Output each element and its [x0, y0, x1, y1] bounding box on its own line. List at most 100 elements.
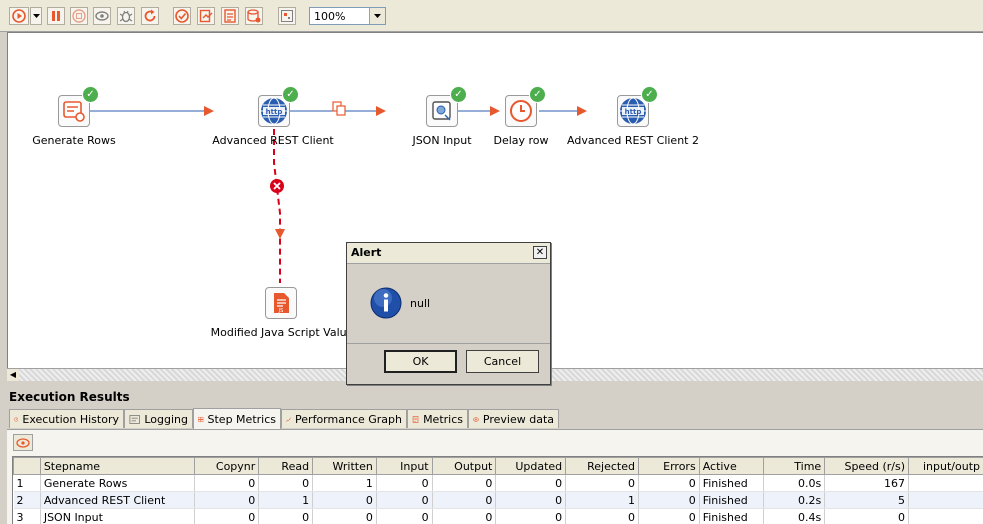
column-header[interactable]: Copynr [194, 458, 259, 475]
verify-icon[interactable] [173, 7, 191, 25]
copy-rows-icon [333, 102, 345, 115]
results-panel-title: Execution Results [9, 390, 130, 404]
column-header[interactable]: Errors [638, 458, 699, 475]
table-cell: 0 [638, 509, 699, 524]
table-cell: 0 [496, 509, 566, 524]
table-cell: 0 [259, 509, 313, 524]
modified-java-script-value-step[interactable]: JS [265, 287, 297, 319]
tab-logging[interactable]: Logging [124, 409, 193, 428]
stop-icon[interactable] [70, 7, 88, 25]
step-metrics-icon [198, 413, 204, 426]
tab-label: Step Metrics [208, 413, 276, 426]
column-header[interactable]: Input [376, 458, 432, 475]
success-check-icon: ✓ [641, 86, 658, 103]
table-cell: 0 [825, 509, 909, 524]
preview-data-icon [473, 413, 479, 426]
table-cell: 1 [313, 475, 377, 492]
json-input-icon [431, 100, 453, 122]
table-cell: 0.2s [763, 492, 825, 509]
table-cell: 0 [194, 509, 259, 524]
zoom-select[interactable]: 100% [309, 7, 386, 25]
metrics-icon [412, 413, 419, 426]
column-header[interactable]: Speed (r/s) [825, 458, 909, 475]
table-cell: 0.4s [763, 509, 825, 524]
table-cell: 0 [496, 492, 566, 509]
table-cell: 0 [259, 475, 313, 492]
column-header[interactable]: Active [699, 458, 763, 475]
table-cell: JSON Input [40, 509, 194, 524]
table-cell: 0 [376, 509, 432, 524]
tab-performance-graph[interactable]: Performance Graph [281, 409, 407, 428]
table-cell [909, 475, 983, 492]
zoom-value: 100% [314, 10, 345, 23]
column-header[interactable]: Time [763, 458, 825, 475]
show-hide-button[interactable] [13, 434, 33, 451]
preview-icon[interactable] [93, 7, 111, 25]
table-cell: 0 [432, 475, 496, 492]
table-cell: 1 [259, 492, 313, 509]
logging-icon [129, 413, 140, 426]
hop-arrow [275, 229, 285, 239]
column-header[interactable]: Written [313, 458, 377, 475]
replay-icon[interactable] [141, 7, 159, 25]
explore-db-icon[interactable] [245, 7, 263, 25]
success-check-icon: ✓ [450, 86, 467, 103]
column-header[interactable]: Stepname [40, 458, 194, 475]
column-header[interactable]: Output [432, 458, 496, 475]
clock-icon [509, 99, 533, 123]
tab-preview-data[interactable]: Preview data [468, 409, 559, 428]
globe-http-icon: http [260, 97, 288, 125]
table-row[interactable]: 2 Advanced REST Client 0 1 0 0 0 0 1 0 F… [14, 492, 983, 509]
column-header[interactable]: Read [259, 458, 313, 475]
hop-arrow [376, 106, 386, 116]
column-header[interactable]: input/outp [909, 458, 983, 475]
table-cell: 0 [566, 475, 639, 492]
results-tabs: Execution History Logging Step Metrics P… [7, 409, 983, 429]
chevron-down-icon[interactable] [369, 8, 385, 24]
tab-metrics[interactable]: Metrics [407, 409, 468, 428]
table-row[interactable]: 1 Generate Rows 0 0 1 0 0 0 0 0 Finished… [14, 475, 983, 492]
impact-icon[interactable] [197, 7, 215, 25]
table-cell: 0 [432, 492, 496, 509]
show-results-icon[interactable] [278, 7, 296, 25]
tab-execution-history[interactable]: Execution History [9, 409, 124, 428]
run-icon[interactable] [9, 7, 29, 25]
table-row[interactable]: 3 JSON Input 0 0 0 0 0 0 0 0 Finished 0.… [14, 509, 983, 524]
step-label: Delay row [493, 134, 548, 147]
table-cell: 0 [376, 475, 432, 492]
table-cell: 0 [194, 475, 259, 492]
run-options-dropdown-icon[interactable] [30, 7, 42, 25]
table-cell: 0 [313, 492, 377, 509]
pause-icon[interactable] [47, 7, 65, 25]
close-icon[interactable]: ✕ [533, 246, 547, 259]
ok-button[interactable]: OK [384, 350, 457, 373]
table-cell: 0 [638, 475, 699, 492]
column-header[interactable]: Updated [496, 458, 566, 475]
table-cell: 167 [825, 475, 909, 492]
column-header[interactable] [14, 458, 41, 475]
step-label: Modified Java Script Value [211, 326, 354, 339]
table-header-row: Stepname Copynr Read Written Input Outpu… [14, 458, 983, 475]
column-header[interactable]: Rejected [566, 458, 639, 475]
table-cell [909, 509, 983, 524]
dialog-titlebar[interactable]: Alert ✕ [347, 243, 550, 264]
info-icon [370, 287, 402, 319]
tab-label: Logging [144, 413, 188, 426]
performance-graph-icon [286, 413, 291, 426]
svg-text:JS: JS [278, 308, 284, 314]
hop-arrow [577, 106, 587, 116]
cancel-button[interactable]: Cancel [466, 350, 539, 373]
table-cell: Finished [699, 492, 763, 509]
error-hop-line [274, 129, 280, 283]
success-check-icon: ✓ [82, 86, 99, 103]
tab-step-metrics[interactable]: Step Metrics [193, 408, 281, 429]
table-cell: 0 [638, 492, 699, 509]
sql-icon[interactable] [221, 7, 239, 25]
svg-text:http: http [625, 108, 642, 116]
table-cell: 0.0s [763, 475, 825, 492]
transformation-toolbar: 100% [0, 0, 983, 32]
scroll-left-icon[interactable]: ◀ [7, 369, 19, 381]
table-cell: 0 [376, 492, 432, 509]
debug-icon[interactable] [117, 7, 135, 25]
divider [347, 343, 550, 344]
